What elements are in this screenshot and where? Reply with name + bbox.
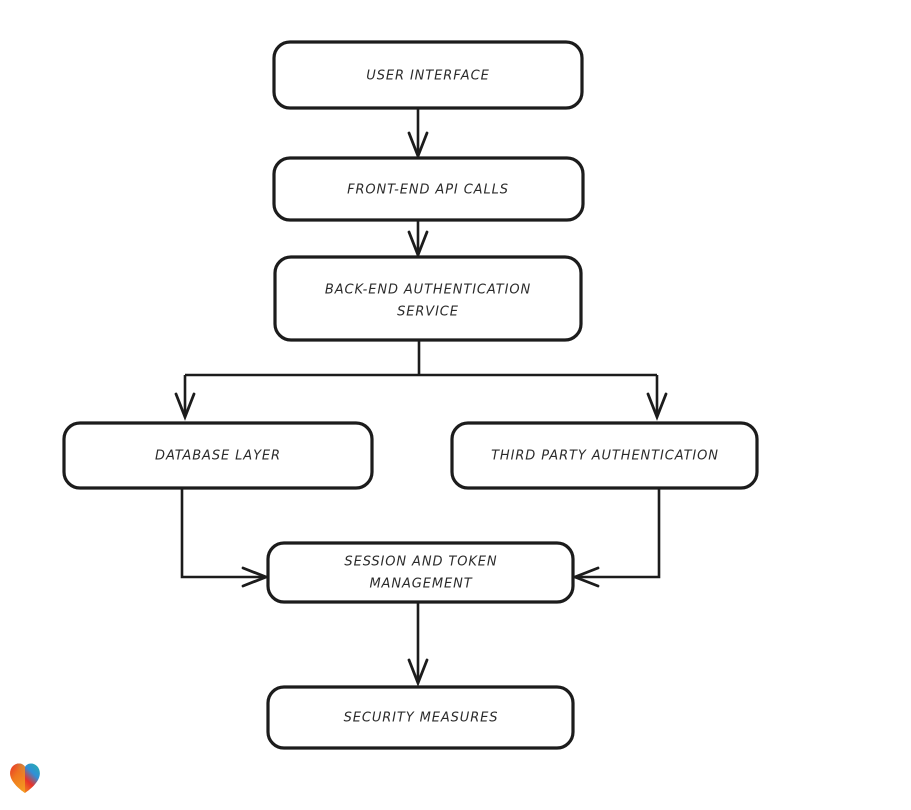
edge-ui-to-api	[407, 108, 429, 160]
edge-database-to-session	[180, 488, 270, 588]
node-security-measures[interactable]: SECURITY MEASURES	[266, 685, 575, 750]
edge-backend-to-thirdparty	[646, 375, 668, 421]
security-measures-label: SECURITY MEASURES	[344, 711, 499, 726]
front-end-api-calls-box[interactable]	[272, 156, 585, 222]
edge-thirdparty-to-session	[571, 488, 661, 588]
edge-session-to-security	[407, 602, 429, 687]
third-party-authentication-box[interactable]	[450, 421, 759, 490]
session-and-token-management-label-line2: MANAGEMENT	[369, 577, 472, 592]
session-and-token-management-box[interactable]	[266, 541, 575, 604]
node-session-and-token-management[interactable]: SESSION AND TOKEN MANAGEMENT	[266, 541, 575, 604]
node-back-end-authentication-service[interactable]: BACK-END AUTHENTICATION SERVICE	[273, 255, 583, 342]
user-interface-box[interactable]	[272, 40, 584, 110]
database-layer-label: DATABASE LAYER	[155, 449, 281, 464]
node-user-interface[interactable]: USER INTERFACE	[272, 40, 584, 110]
heart-icon	[10, 763, 40, 793]
edge-backend-to-database	[174, 375, 196, 421]
back-end-authentication-service-label-line2: SERVICE	[397, 305, 459, 320]
node-front-end-api-calls[interactable]: FRONT-END API CALLS	[272, 156, 585, 222]
user-interface-label: USER INTERFACE	[366, 69, 489, 84]
session-and-token-management-label-line1: SESSION AND TOKEN	[344, 555, 497, 570]
edge-backend-to-branch-bar	[185, 340, 657, 377]
back-end-authentication-service-label-line1: BACK-END AUTHENTICATION	[325, 283, 531, 298]
front-end-api-calls-label: FRONT-END API CALLS	[347, 183, 509, 198]
node-third-party-authentication[interactable]: THIRD PARTY AUTHENTICATION	[450, 421, 759, 490]
database-layer-box[interactable]	[62, 421, 374, 490]
node-database-layer[interactable]: DATABASE LAYER	[62, 421, 374, 490]
third-party-authentication-label: THIRD PARTY AUTHENTICATION	[491, 449, 719, 464]
back-end-authentication-service-box[interactable]	[273, 255, 583, 342]
security-measures-box[interactable]	[266, 685, 575, 750]
edge-api-to-backend	[407, 220, 429, 259]
